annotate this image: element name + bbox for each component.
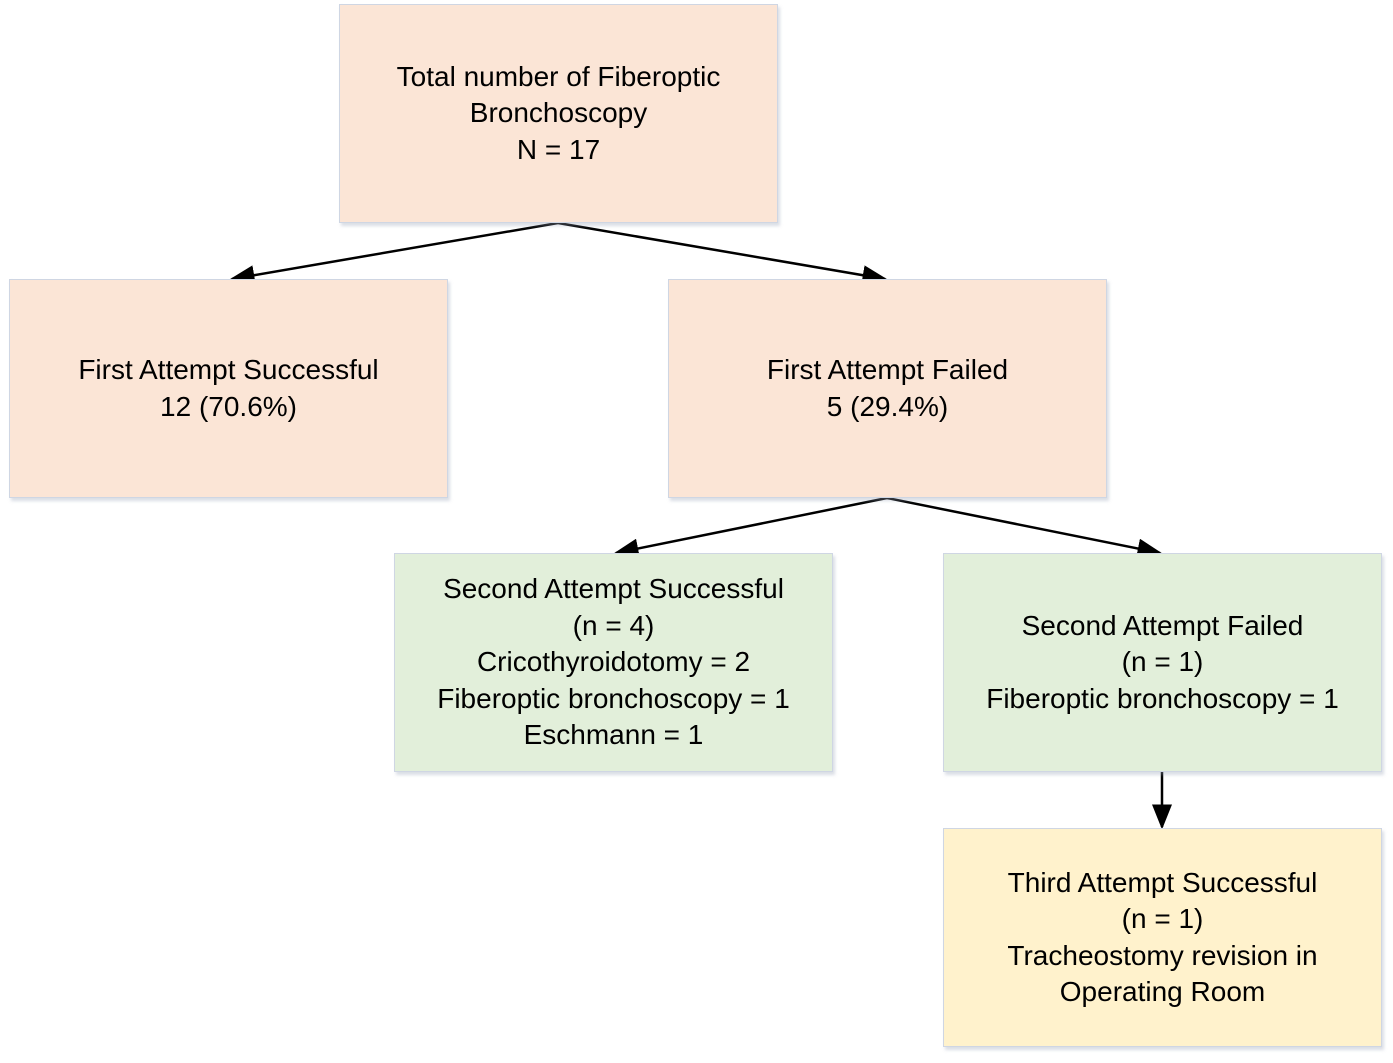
node-line: (n = 1) bbox=[1121, 646, 1204, 678]
arrow-first-failed-to-second-failed bbox=[886, 496, 1163, 559]
node-line: 5 (29.4%) bbox=[826, 390, 949, 422]
node-line: Second Attempt Successful bbox=[443, 573, 784, 605]
node-total-bronchoscopy: Total number of Fiberoptic Bronchoscopy … bbox=[339, 4, 778, 223]
node-line: Second Attempt Failed bbox=[1021, 609, 1304, 641]
node-third-attempt-successful: Third Attempt Successful (n = 1) Tracheo… bbox=[943, 828, 1382, 1047]
arrow-first-failed-to-second-successful bbox=[613, 496, 888, 559]
node-first-attempt-failed: First Attempt Failed 5 (29.4%) bbox=[668, 279, 1107, 498]
node-line: (n = 1) bbox=[1121, 903, 1204, 934]
node-line: Bronchoscopy bbox=[469, 97, 648, 129]
node-line: (n = 4) bbox=[572, 609, 655, 641]
node-line: Eschmann = 1 bbox=[523, 719, 704, 751]
node-second-attempt-failed: Second Attempt Failed (n = 1) Fiberoptic… bbox=[943, 553, 1382, 772]
node-line: Operating Room bbox=[1059, 976, 1266, 1007]
arrow-total-to-first-failed bbox=[557, 221, 888, 286]
node-line: First Attempt Successful bbox=[78, 354, 379, 385]
node-line: Third Attempt Successful bbox=[1007, 866, 1318, 898]
arrow-total-to-first-successful bbox=[229, 221, 559, 286]
node-line: N = 17 bbox=[516, 133, 601, 165]
node-second-attempt-successful: Second Attempt Successful (n = 4) Cricot… bbox=[394, 553, 833, 772]
node-line: Total number of Fiberoptic bbox=[396, 60, 721, 92]
node-first-attempt-successful: First Attempt Successful 12 (70.6%) bbox=[9, 279, 448, 498]
node-line: Tracheostomy revision in bbox=[1007, 939, 1318, 971]
node-line: 12 (70.6%) bbox=[160, 390, 297, 422]
node-line: First Attempt Failed bbox=[766, 354, 1009, 385]
node-line: Fiberoptic bronchoscopy = 1 bbox=[437, 682, 790, 714]
node-line: Cricothyroidotomy = 2 bbox=[476, 646, 751, 678]
node-line: Fiberoptic bronchoscopy = 1 bbox=[986, 682, 1339, 714]
